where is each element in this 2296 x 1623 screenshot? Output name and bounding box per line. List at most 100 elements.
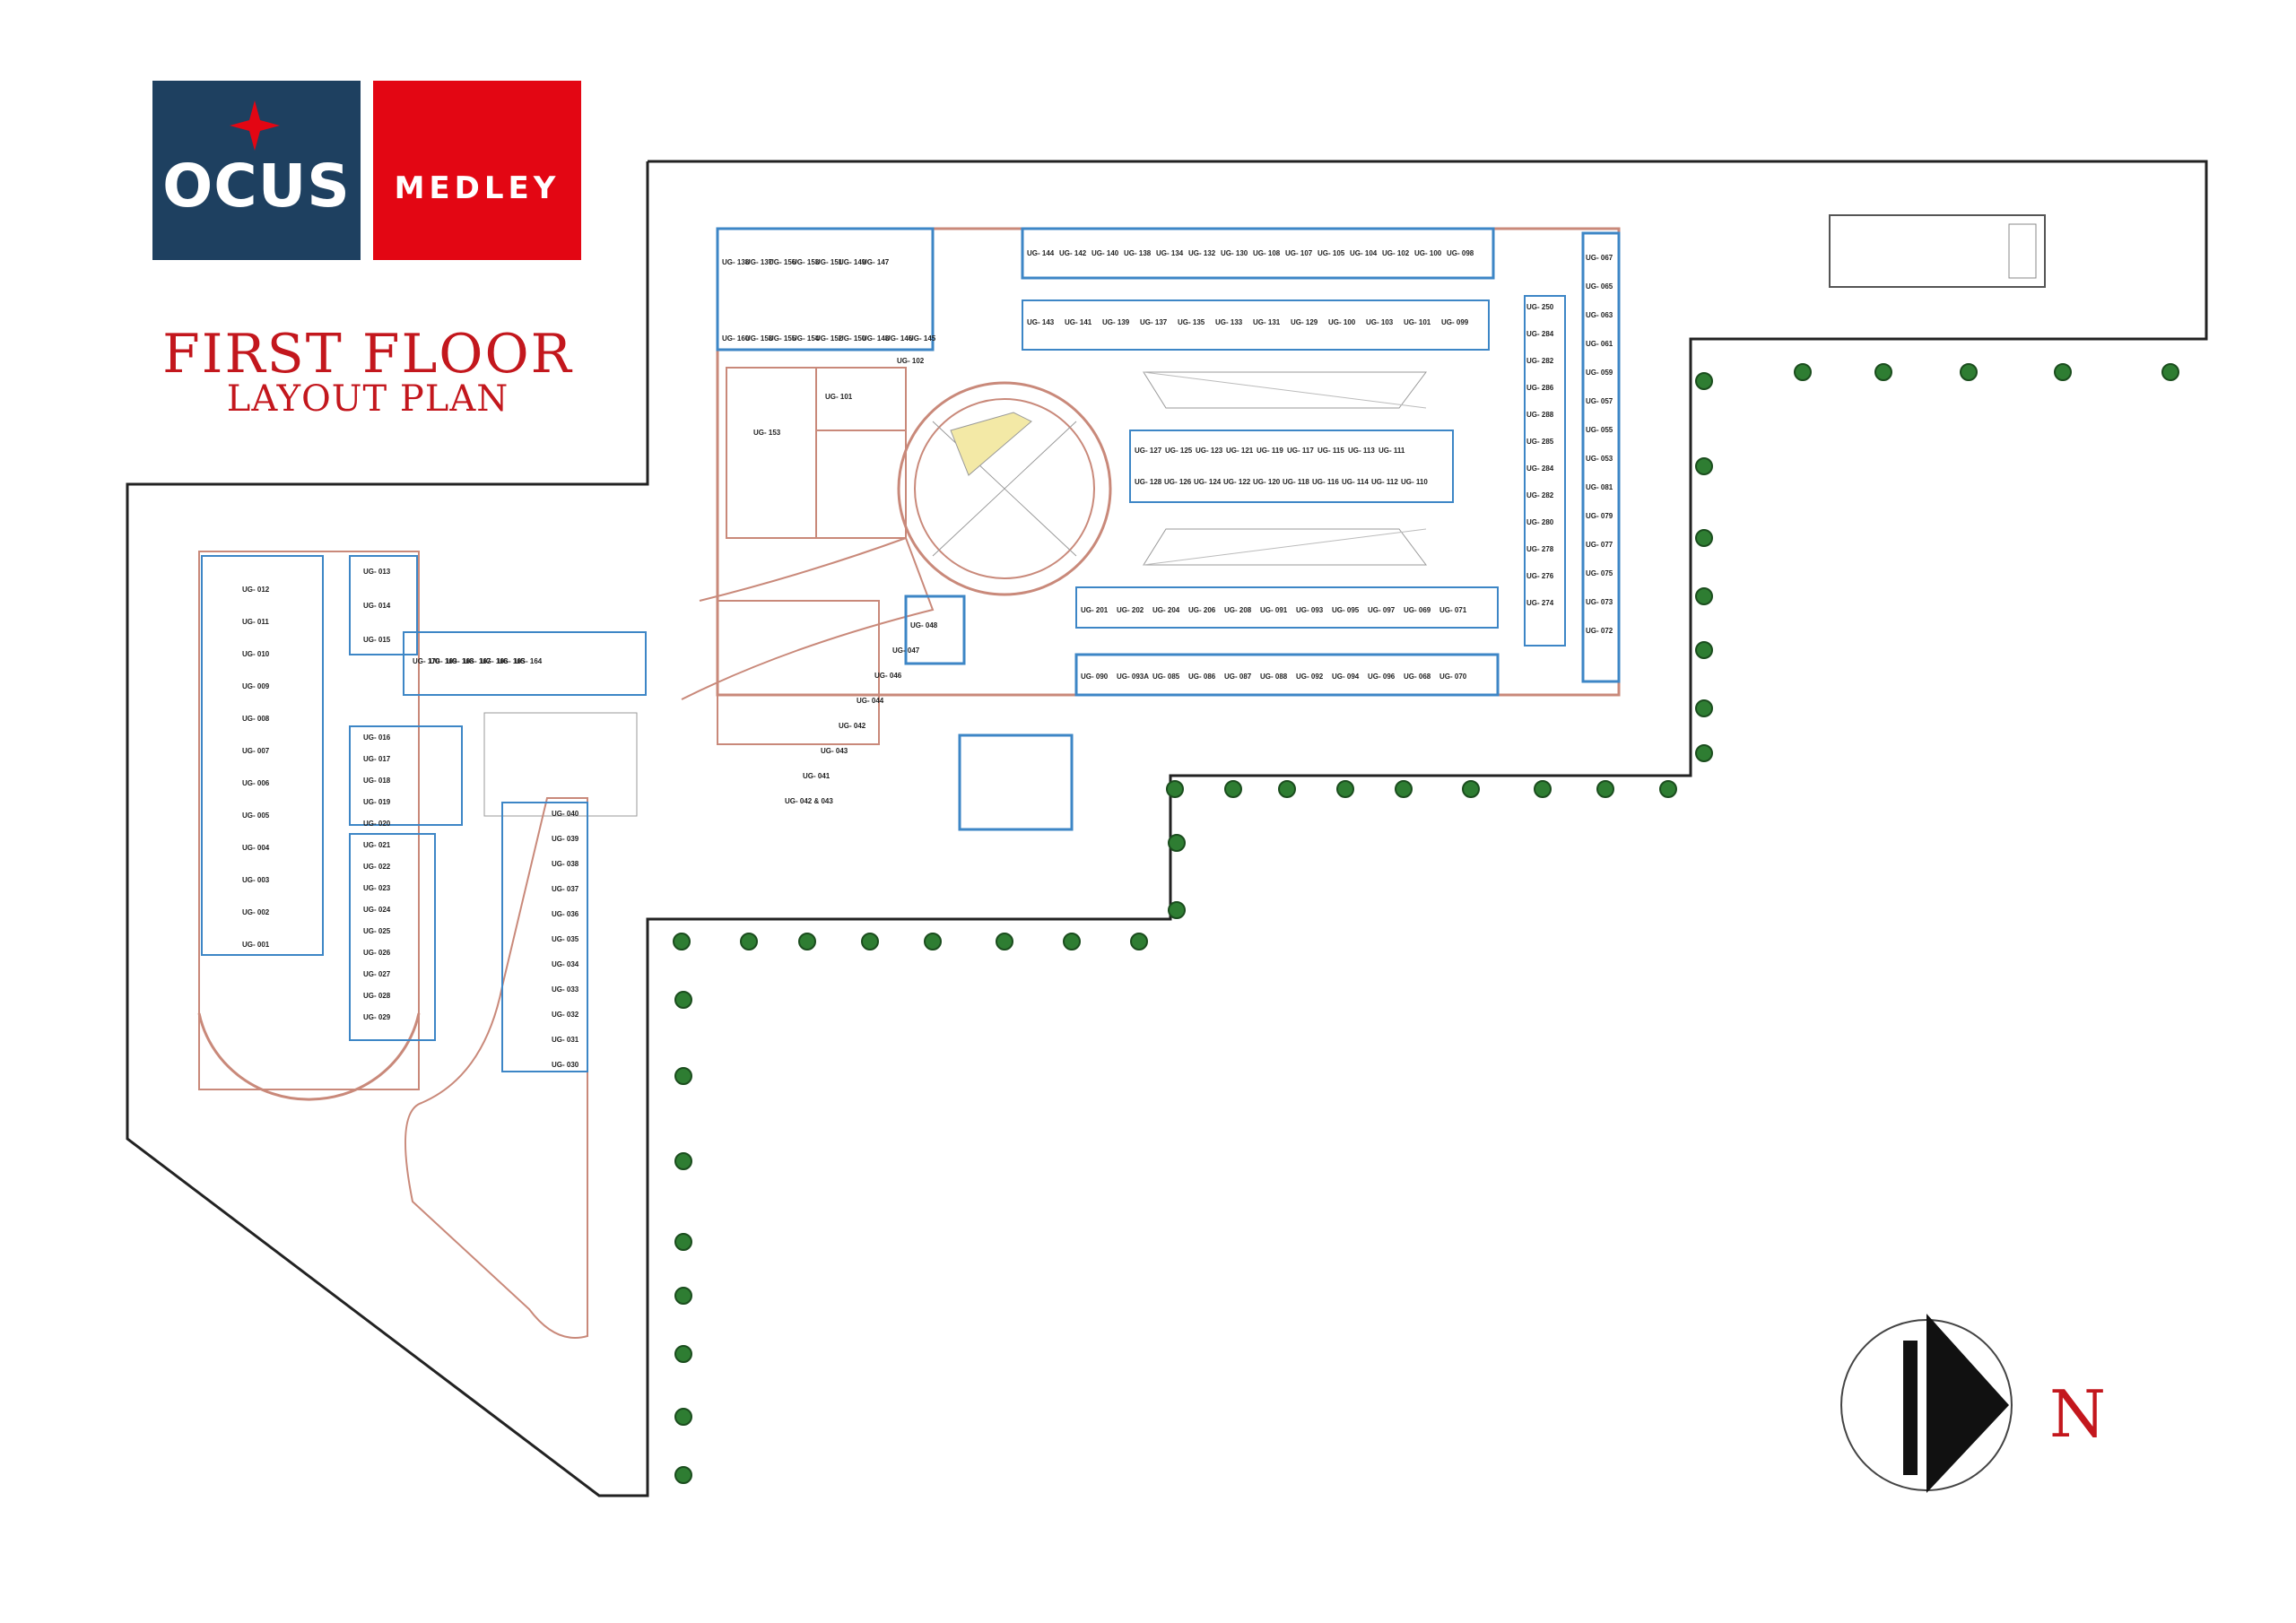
unit-label: UG- 024 — [363, 906, 391, 914]
unit-label: UG- 002 — [242, 908, 270, 916]
unit-label: UG- 153 — [753, 429, 781, 437]
site-boundary — [126, 160, 2208, 1497]
tree-icon — [674, 1233, 692, 1251]
unit-label: UG- 123 — [1196, 447, 1223, 455]
tree-icon — [1960, 363, 1978, 381]
unit-label: UG- 096 — [1368, 673, 1396, 681]
unit-label: UG- 135 — [1178, 318, 1205, 326]
unit-label: UG- 004 — [242, 844, 270, 852]
unit-label: UG- 141 — [1065, 318, 1092, 326]
unit-label: UG- 093 — [1296, 606, 1324, 614]
unit-label: UG- 146 — [885, 334, 913, 343]
compass-bar-icon — [1903, 1341, 1918, 1475]
unit-label: UG- 075 — [1586, 569, 1613, 577]
unit-label: UG- 073 — [1586, 598, 1613, 606]
unit-label: UG- 282 — [1526, 491, 1554, 499]
unit-label: UG- 288 — [1526, 411, 1554, 419]
unit-label: UG- 095 — [1332, 606, 1360, 614]
unit-label: UG- 129 — [1291, 318, 1318, 326]
east-block — [716, 227, 1621, 697]
unit-label: UG- 085 — [1152, 673, 1180, 681]
unit-label: UG- 039 — [552, 835, 579, 843]
unit-label: UG- 026 — [363, 949, 391, 957]
unit-label: UG- 137 — [745, 258, 773, 266]
ocus-star-icon — [230, 100, 280, 151]
unit-label: UG- 014 — [363, 602, 391, 610]
unit-label: UG- 102 — [1382, 249, 1410, 257]
tree-icon — [1224, 780, 1242, 798]
tree-icon — [1695, 372, 1713, 390]
unit-label: UG- 116 — [1312, 478, 1339, 486]
tree-icon — [674, 1345, 692, 1363]
unit-label: UG- 011 — [242, 618, 269, 626]
unit-label: UG- 067 — [1586, 254, 1613, 262]
unit-label: UG- 057 — [1586, 397, 1613, 405]
unit-label: UG- 016 — [363, 733, 391, 742]
unit-label: UG- 013 — [363, 568, 391, 576]
unit-label: UG- 144 — [1027, 249, 1055, 257]
curve-block — [404, 797, 588, 1339]
tree-icon — [1168, 901, 1186, 919]
tree-icon — [1336, 780, 1354, 798]
unit-label: UG- 160 — [722, 334, 750, 343]
unit-label: UG- 280 — [1526, 518, 1554, 526]
unit-label: UG- 130 — [1221, 249, 1248, 257]
unit-label: UG- 006 — [242, 779, 270, 787]
unit-label: UG- 138 — [1124, 249, 1152, 257]
unit-label: UG- 208 — [1224, 606, 1252, 614]
tree-icon — [1695, 641, 1713, 659]
unit-label: UG- 007 — [242, 747, 270, 755]
unit-label: UG- 055 — [1586, 426, 1613, 434]
medley-logo: MEDLEY — [373, 81, 581, 260]
unit-label: UG- 071 — [1439, 606, 1467, 614]
unit-label: UG- 117 — [1287, 447, 1314, 455]
unit-label: UG- 137 — [1140, 318, 1168, 326]
unit-label: UG- 124 — [1194, 478, 1222, 486]
unit-label: UG- 104 — [1350, 249, 1378, 257]
unit-label: UG- 081 — [1586, 483, 1613, 491]
unit-label: UG- 040 — [552, 810, 579, 818]
unit-label: UG- 008 — [242, 715, 270, 723]
unit-label: UG- 003 — [242, 876, 270, 884]
tree-icon — [1130, 933, 1148, 950]
unit-label: UG- 168 — [447, 657, 474, 665]
unit-label: UG- 202 — [1117, 606, 1144, 614]
ocus-logo: OCUS — [152, 81, 361, 260]
tree-icon — [1695, 529, 1713, 547]
unit-label: UG- 127 — [1135, 447, 1162, 455]
unit-label: UG- 170 — [413, 657, 440, 665]
tree-icon — [1695, 744, 1713, 762]
unit-label: UG- 118 — [1283, 478, 1309, 486]
unit-label: UG- 037 — [552, 885, 579, 893]
unit-label: UG- 105 — [1318, 249, 1345, 257]
unit-label: UG- 063 — [1586, 311, 1613, 319]
unit-label: UG- 206 — [1188, 606, 1216, 614]
unit-label: UG- 097 — [1368, 606, 1396, 614]
tree-icon — [674, 991, 692, 1009]
tree-icon — [1794, 363, 1812, 381]
unit-label: UG- 032 — [552, 1011, 579, 1019]
unit-label: UG- 164 — [515, 657, 543, 665]
west-plaza — [483, 712, 638, 817]
north-label: N — [2049, 1376, 2106, 1452]
tree-icon — [1063, 933, 1081, 950]
unit-label: UG- 139 — [1102, 318, 1130, 326]
unit-label: UG- 092 — [1296, 673, 1324, 681]
unit-label: UG- 001 — [242, 941, 270, 949]
tree-icon — [996, 933, 1013, 950]
unit-label: UG- 147 — [862, 258, 890, 266]
unit-label: UG- 044 — [857, 697, 884, 705]
unit-label: UG- 138 — [722, 258, 750, 266]
unit-label: UG- 114 — [1342, 478, 1369, 486]
tree-icon — [1695, 699, 1713, 717]
unit-label: UG- 053 — [1586, 455, 1613, 463]
unit-label: UG- 065 — [1586, 282, 1613, 291]
ocus-logo-text: OCUS — [162, 151, 351, 221]
unit-label: UG- 107 — [1285, 249, 1313, 257]
plan-title: FIRST FLOOR — [162, 323, 573, 386]
unit-label: UG- 111 — [1378, 447, 1405, 455]
unit-label: UG- 250 — [1526, 303, 1554, 311]
unit-label: UG- 140 — [1091, 249, 1119, 257]
unit-label: UG- 126 — [1164, 478, 1192, 486]
